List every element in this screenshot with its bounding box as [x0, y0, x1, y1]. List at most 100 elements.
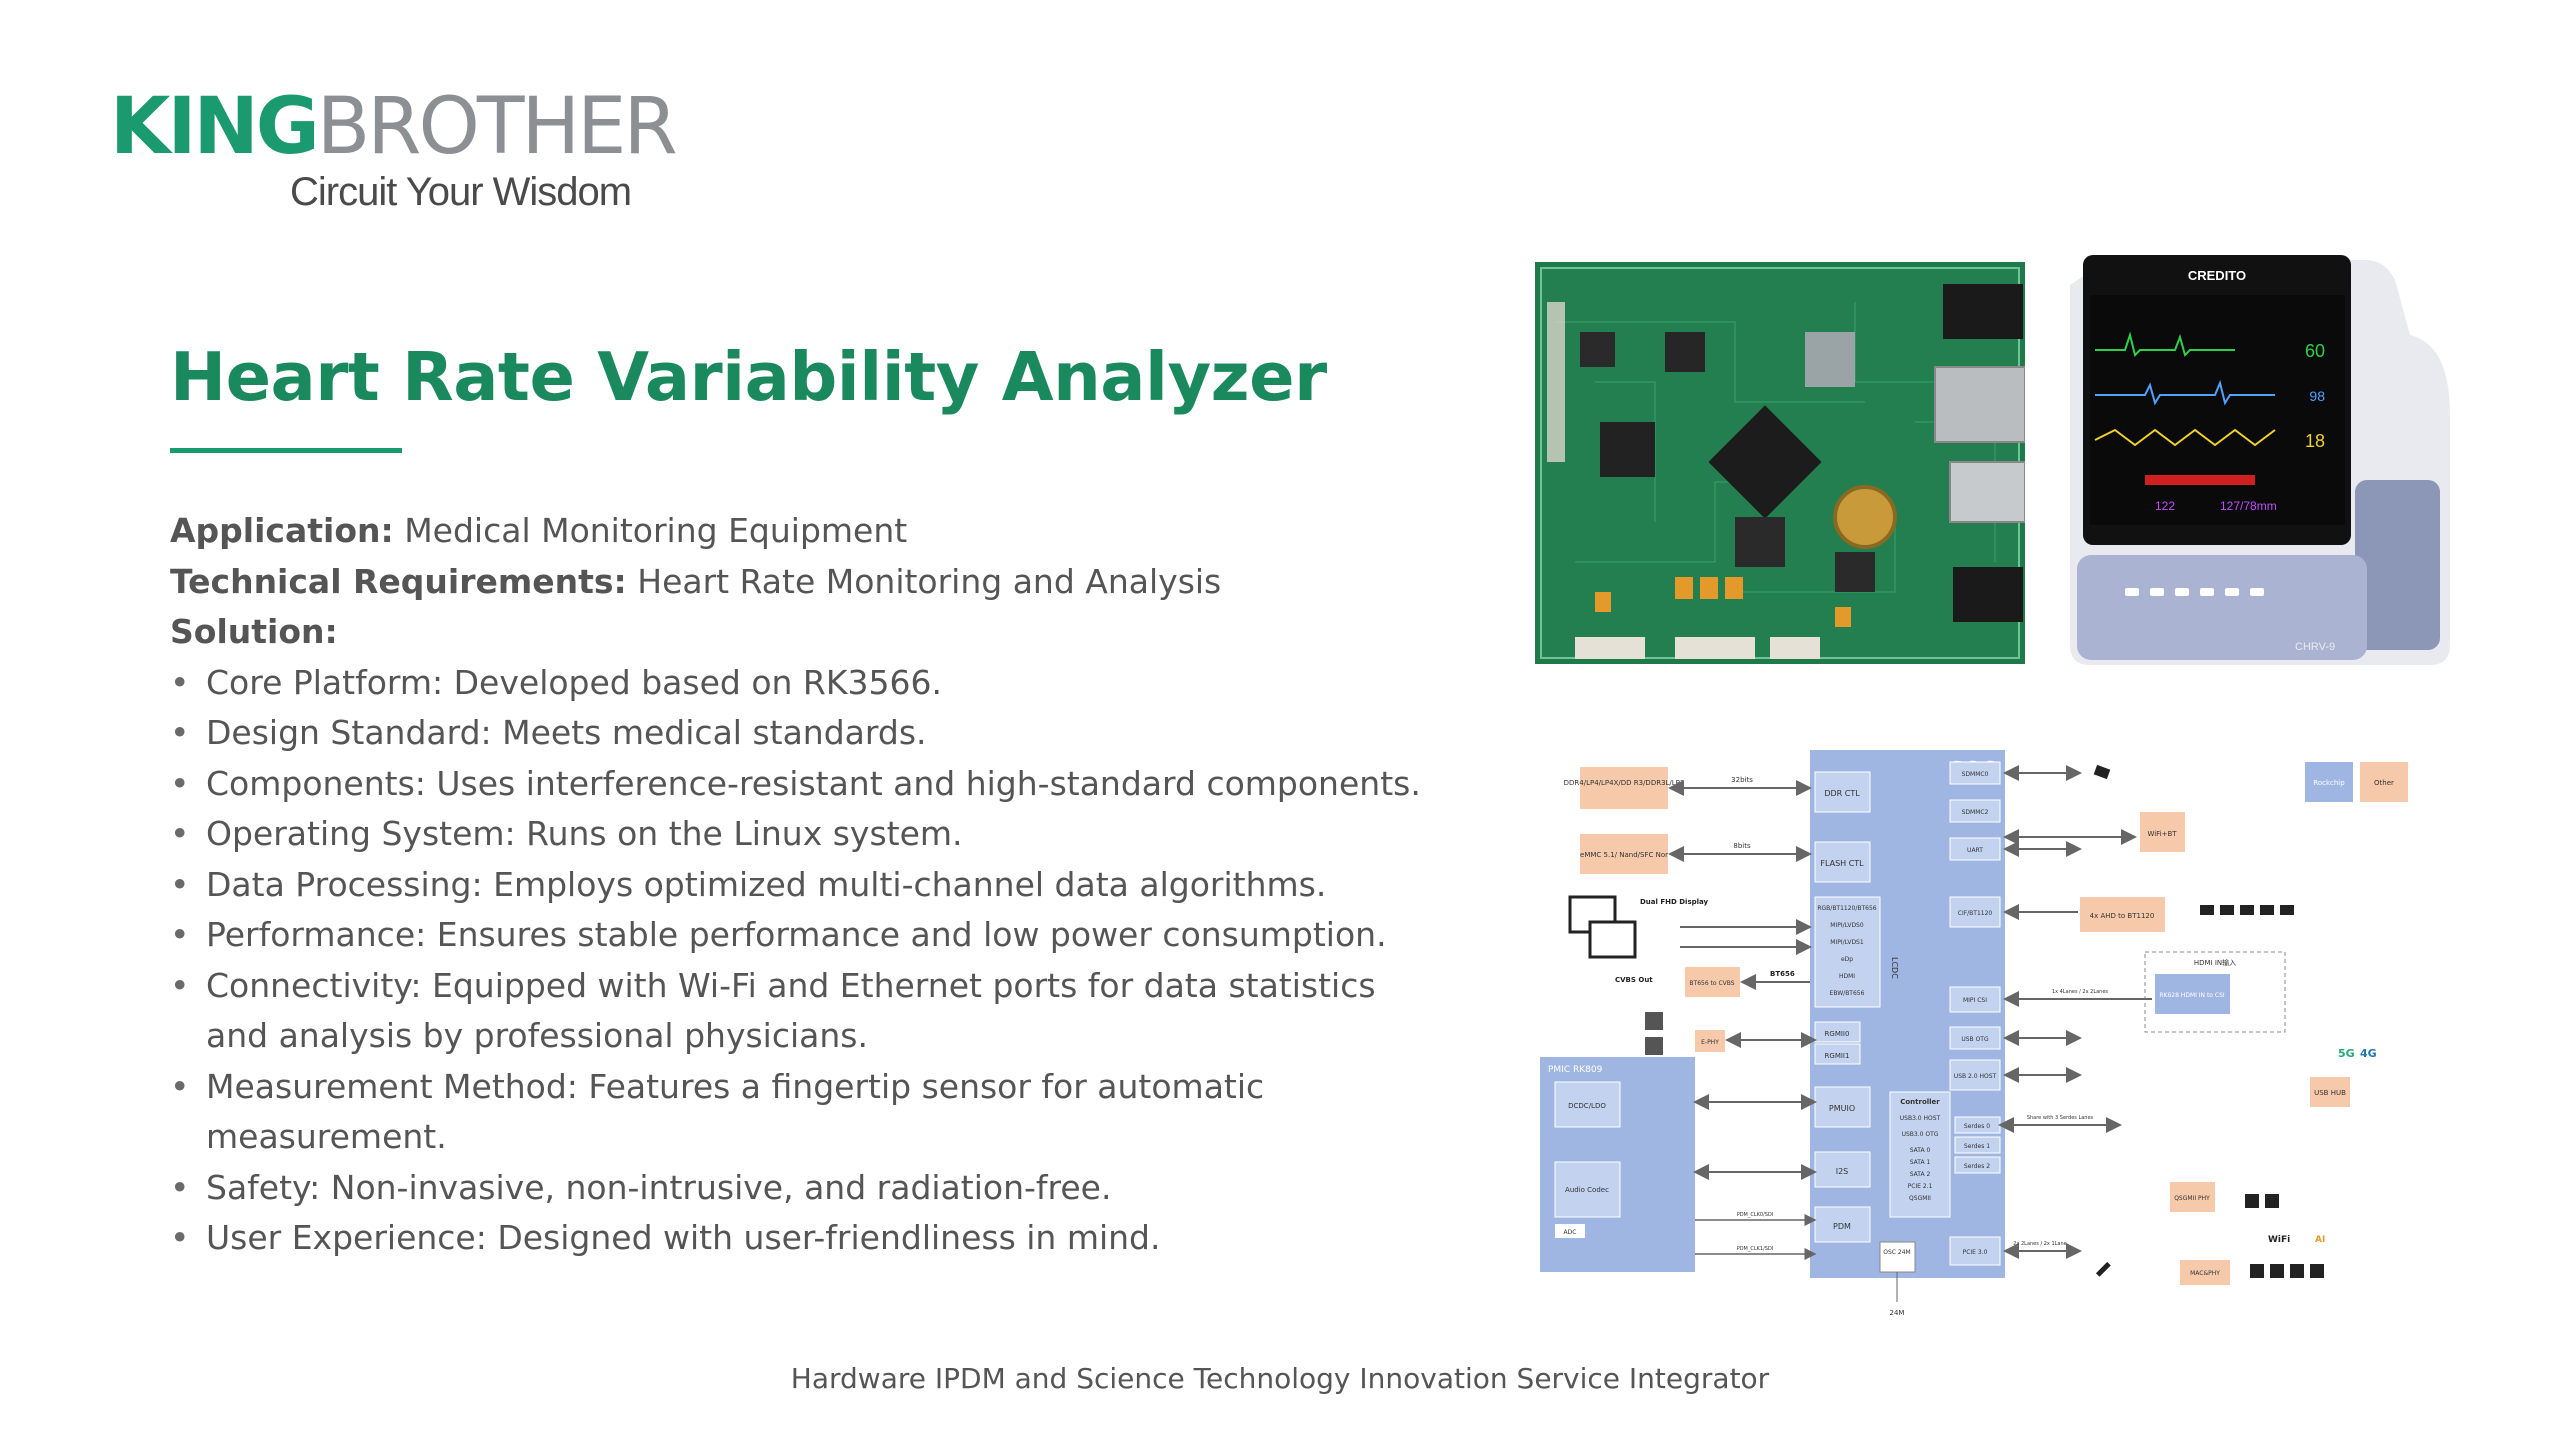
lcdc-item: MIPI/LVDS1 [1830, 939, 1864, 946]
emmc-block [1580, 834, 1668, 874]
legend-label: Other [2374, 779, 2394, 787]
ddr-label: DDR4/LP4/LP4X/DD R3/DDR3L/LP3 [1564, 779, 1685, 787]
logo-brother: BROTHER [316, 82, 678, 172]
logo-king: KING [110, 82, 320, 172]
qsgmii-phy-label: QSGMII PHY [2174, 1195, 2210, 1202]
lanes-label: 1x 4Lanes / 2x 2Lanes [2052, 989, 2108, 995]
dcdc-label: DCDC/LDO [1568, 1102, 1606, 1110]
solution-item: User Experience: Designed with user-frie… [170, 1213, 1470, 1264]
soc-block-label: I2S [1836, 1167, 1849, 1176]
page-title: Heart Rate Variability Analyzer [170, 338, 1327, 416]
soc-right-label: MIPI CSI [1963, 997, 1987, 1004]
bt656-block-label: BT656 to CVBS [1689, 980, 1734, 987]
logo-wordmark: KINGBROTHER [110, 88, 678, 166]
soc-right-label: CIF/BT1120 [1958, 910, 1993, 917]
controller-item: SATA 0 [1910, 1147, 1931, 1154]
display-label: Dual FHD Display [1640, 898, 1709, 906]
rk3566-block-diagram: SOC DDR CTL FLASH CTL PMUIO I2S PDM RGB/… [1480, 742, 2460, 1322]
soc-block-label: FLASH CTL [1820, 859, 1864, 868]
ai-icon: AI [2315, 1235, 2325, 1245]
bt656-label: BT656 [1770, 970, 1795, 978]
rgmii-label: RGMII0 [1825, 1030, 1850, 1038]
wifi-icon: WiFi [2268, 1235, 2290, 1245]
rk628-label: RK628 HDMI IN to CSI [2159, 992, 2225, 999]
adc-label: ADC [1564, 1229, 1577, 1236]
controller-label: Controller [1900, 1098, 1940, 1106]
logo-tagline: Circuit Your Wisdom [290, 170, 632, 214]
content-block: Application: Medical Monitoring Equipmen… [170, 506, 1470, 1264]
serdes-label: Serdes 2 [1964, 1163, 1990, 1170]
soc-right-label: USB 2.0 HOST [1954, 1073, 1997, 1080]
solution-item: Performance: Ensures stable performance … [170, 910, 1470, 961]
solution-item: Data Processing: Employs optimized multi… [170, 860, 1470, 911]
monitor-device-image: CREDITO 60 98 18 122 127/78mm CHRV-9 [2065, 255, 2450, 675]
serdes-note: Share with 3 Serdes Lanes [2027, 1115, 2094, 1121]
soc-right-label: USB OTG [1961, 1036, 1989, 1043]
controller-item: SATA 1 [1910, 1159, 1931, 1166]
device-reading: 122 [2155, 499, 2175, 513]
solution-item: Design Standard: Meets medical standards… [170, 708, 1470, 759]
requirements-value: Heart Rate Monitoring and Analysis [637, 561, 1222, 601]
ahd-label: 4x AHD to BT1120 [2090, 912, 2155, 920]
soc-right-label: SDMMC2 [1962, 809, 1989, 816]
usb-hub-label: USB HUB [2314, 1089, 2346, 1097]
device-reading: 18 [2305, 431, 2325, 451]
solution-list: Core Platform: Developed based on RK3566… [170, 658, 1470, 1264]
device-model: CHRV-9 [2295, 641, 2335, 653]
solution-item: Core Platform: Developed based on RK3566… [170, 658, 1470, 709]
soc-block-label: PMUIO [1829, 1104, 1855, 1113]
lcdc-item: HDMI [1839, 973, 1855, 980]
controller-item: SATA 2 [1910, 1171, 1931, 1178]
lcdc-item: RGB/BT1120/BT656 [1817, 905, 1876, 912]
soc-right-label: PCIE 3.0 [1963, 1249, 1988, 1256]
controller-item: QSGMII [1909, 1195, 1931, 1202]
application-label: Application: [170, 511, 394, 550]
legend-label: Rockchip [2313, 779, 2345, 787]
solution-label: Solution: [170, 612, 338, 651]
footer-text: Hardware IPDM and Science Technology Inn… [790, 1362, 1770, 1395]
lcdc-item: eDp [1841, 956, 1853, 963]
soc-block-label: DDR CTL [1824, 789, 1860, 798]
lcdc-label: LCDC [1890, 957, 1899, 979]
solution-item: Components: Uses interference-resistant … [170, 759, 1470, 810]
application-line: Application: Medical Monitoring Equipmen… [170, 506, 1470, 557]
pdm-clk-label: PDM_CLK0/SDI [1737, 1212, 1774, 1218]
ddr-block [1580, 767, 1668, 809]
bus-width-label: 8bits [1733, 842, 1751, 850]
solution-item: Connectivity: Equipped with Wi-Fi and Et… [170, 961, 1386, 1062]
codec-label: Audio Codec [1565, 1186, 1609, 1194]
osc-bottom-label: 24M [1890, 1309, 1905, 1317]
lcdc-item: MIPI/LVDS0 [1830, 922, 1864, 929]
soc-right-label: UART [1967, 847, 1983, 854]
controller-item: USB3.0 HOST [1900, 1115, 1941, 1122]
wifi-label: WiFi+BT [2147, 830, 2177, 838]
pdm-clk-label: PDM_CLK1/SDI [1737, 1246, 1774, 1252]
requirements-label: Technical Requirements: [170, 561, 627, 601]
serdes-label: Serdes 0 [1964, 1123, 1990, 1130]
soc-block-label: PDM [1833, 1222, 1851, 1231]
lanes-label: 2x 2Lanes / 2x 1Lane [2013, 1241, 2066, 1247]
device-reading: 60 [2305, 341, 2325, 361]
osc-label: OSC 24M [1883, 1249, 1910, 1256]
solution-item: Safety: Non-invasive, non-intrusive, and… [170, 1163, 1470, 1214]
device-reading: 98 [2309, 388, 2325, 404]
solution-item: Operating System: Runs on the Linux syst… [170, 809, 1470, 860]
device-brand: CREDITO [2188, 268, 2246, 283]
4g-icon: 4G [2360, 1047, 2377, 1060]
application-value: Medical Monitoring Equipment [404, 511, 908, 550]
lcdc-item: EBW/BT656 [1830, 990, 1865, 997]
ephy-label: E-PHY [1701, 1039, 1719, 1046]
rgmii-label: RGMII1 [1825, 1052, 1850, 1060]
bus-width-label: 32bits [1731, 776, 1753, 784]
hdmi-in-label: HDMI IN输入 [2194, 958, 2236, 967]
solution-item: Measurement Method: Features a fingertip… [170, 1062, 1470, 1163]
controller-item: PCIE 2.1 [1908, 1183, 1933, 1190]
device-reading: 127/78mm [2220, 499, 2277, 513]
soc-right-label: SDMMC0 [1962, 771, 1989, 778]
controller-item: USB3.0 OTG [1902, 1131, 1939, 1138]
cvbs-out-label: CVBS Out [1615, 976, 1653, 984]
requirements-line: Technical Requirements: Heart Rate Monit… [170, 557, 1470, 608]
5g-icon: 5G [2338, 1047, 2355, 1060]
serdes-label: Serdes 1 [1964, 1143, 1990, 1150]
pcb-board-image [1535, 262, 2026, 664]
